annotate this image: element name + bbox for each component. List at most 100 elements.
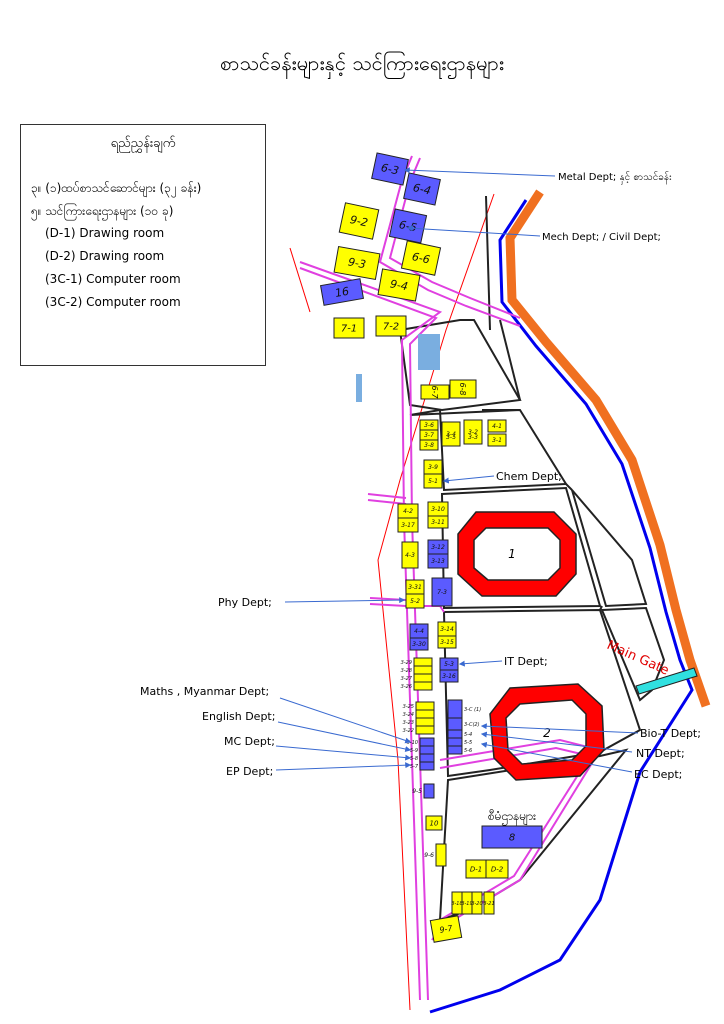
building-5-1[interactable]: 5-1: [423, 473, 443, 489]
building-shape[interactable]: [405, 593, 425, 609]
building-6-5[interactable]: 6-5: [388, 208, 428, 244]
building-7-1[interactable]: 7-1: [333, 317, 365, 339]
building-shape[interactable]: [333, 245, 381, 281]
building-3-9[interactable]: 3-9: [423, 459, 443, 475]
building-4-2[interactable]: 4-2: [397, 503, 419, 519]
building-6-4[interactable]: 6-4: [403, 172, 441, 206]
building-shape[interactable]: [449, 379, 477, 399]
building-5-4[interactable]: 5-4: [447, 729, 472, 739]
building-5-9[interactable]: 5-9: [410, 745, 435, 755]
building-shape[interactable]: [427, 553, 449, 569]
building-d-1[interactable]: D-1: [465, 859, 487, 879]
building-shape[interactable]: [419, 745, 435, 755]
building-shape[interactable]: [447, 717, 463, 731]
building-shape[interactable]: [471, 891, 483, 915]
building-shape[interactable]: [463, 419, 483, 445]
building-3-14[interactable]: 3-14: [437, 621, 457, 637]
building-3-21[interactable]: 3-21: [483, 891, 495, 915]
building-3-12[interactable]: 3-12: [427, 539, 449, 555]
building-9-4[interactable]: 9-4: [377, 268, 421, 302]
building-9-5[interactable]: 9-5: [412, 783, 435, 799]
building-shape[interactable]: [447, 729, 463, 739]
building-shape[interactable]: [441, 421, 461, 447]
building-shape[interactable]: [447, 745, 463, 755]
building-5-2[interactable]: 5-2: [405, 593, 425, 609]
building-shape[interactable]: [427, 515, 449, 529]
building-3-24[interactable]: 3-24: [403, 709, 435, 719]
building-shape[interactable]: [415, 725, 435, 735]
building-shape[interactable]: [415, 709, 435, 719]
building-3-29[interactable]: 3-29: [401, 657, 433, 667]
building-shape[interactable]: [409, 637, 429, 651]
building-7-3[interactable]: 7-3: [431, 577, 453, 607]
building-shape[interactable]: [485, 859, 509, 879]
building-6-8[interactable]: 6-8: [449, 379, 477, 399]
building-shape[interactable]: [377, 268, 421, 302]
building-8[interactable]: 8: [481, 825, 543, 849]
building-shape[interactable]: [423, 473, 443, 489]
building-5-8[interactable]: 5-8: [410, 753, 435, 763]
building-3-27[interactable]: 3-27: [401, 673, 433, 683]
building-3-c2[interactable]: 3-C(2): [447, 717, 480, 731]
building-3-22[interactable]: 3-22: [403, 725, 435, 735]
building-shape[interactable]: [413, 681, 433, 691]
building-shape[interactable]: [319, 278, 365, 306]
building-7-2[interactable]: 7-2: [375, 315, 407, 337]
building-3-2[interactable]: 3-2: [463, 419, 483, 445]
building-10[interactable]: 10: [425, 815, 443, 831]
building-shape[interactable]: [487, 433, 507, 447]
building-3-31[interactable]: 3-31: [405, 579, 425, 595]
building-3-10[interactable]: 3-10: [427, 501, 449, 517]
building-3-6[interactable]: 3-6: [419, 419, 439, 431]
building-3-16[interactable]: 3-16: [439, 669, 459, 683]
building-shape[interactable]: [439, 669, 459, 683]
building-shape[interactable]: [487, 419, 507, 433]
building-shape[interactable]: [415, 701, 435, 711]
building-3-25[interactable]: 3-25: [403, 701, 435, 711]
building-shape[interactable]: [420, 384, 450, 400]
building-shape[interactable]: [397, 517, 419, 533]
building-3-23[interactable]: 3-23: [403, 717, 435, 727]
building-16[interactable]: 16: [319, 278, 365, 306]
building-3-26[interactable]: 3-26: [401, 681, 433, 691]
building-4-4[interactable]: 4-4: [409, 623, 429, 639]
building-9-3[interactable]: 9-3: [333, 245, 381, 281]
building-shape[interactable]: [333, 317, 365, 339]
building-5-7[interactable]: 5-7: [410, 761, 435, 771]
building-shape[interactable]: [447, 699, 463, 719]
building-3-15[interactable]: 3-15: [437, 635, 457, 649]
building-3-4[interactable]: 3-4: [441, 421, 461, 447]
building-5-3[interactable]: 5-3: [439, 657, 459, 671]
building-3-20[interactable]: 3-20: [471, 891, 483, 915]
building-shape[interactable]: [419, 439, 439, 451]
building-3-1[interactable]: 3-1: [487, 433, 507, 447]
main-gate-bar[interactable]: [635, 667, 698, 695]
building-shape[interactable]: [338, 202, 380, 240]
building-shape[interactable]: [437, 635, 457, 649]
building-shape[interactable]: [483, 891, 495, 915]
building-5-5[interactable]: 5-5: [447, 737, 472, 747]
building-shape[interactable]: [413, 673, 433, 683]
building-6-7[interactable]: 6-7: [420, 384, 450, 400]
building-shape[interactable]: [429, 915, 463, 943]
building-3-c1[interactable]: 3-C (1): [447, 699, 481, 719]
building-shape[interactable]: [375, 315, 407, 337]
building-shape[interactable]: [447, 737, 463, 747]
building-shape[interactable]: [431, 577, 453, 607]
building-shape[interactable]: [403, 172, 441, 206]
building-9-6[interactable]: 9-6: [424, 843, 447, 867]
building-shape[interactable]: [413, 657, 433, 667]
building-4-1[interactable]: 4-1: [487, 419, 507, 433]
building-3-11[interactable]: 3-11: [427, 515, 449, 529]
building-9-2[interactable]: 9-2: [338, 202, 380, 240]
building-shape[interactable]: [481, 825, 543, 849]
building-3-13[interactable]: 3-13: [427, 553, 449, 569]
building-5-10[interactable]: 5-10: [407, 737, 435, 747]
building-shape[interactable]: [419, 737, 435, 747]
building-3-8[interactable]: 3-8: [419, 439, 439, 451]
building-shape[interactable]: [419, 753, 435, 763]
building-shape[interactable]: [415, 717, 435, 727]
building-3-7[interactable]: 3-7: [419, 429, 439, 441]
building-shape[interactable]: [425, 815, 443, 831]
building-3-30[interactable]: 3-30: [409, 637, 429, 651]
